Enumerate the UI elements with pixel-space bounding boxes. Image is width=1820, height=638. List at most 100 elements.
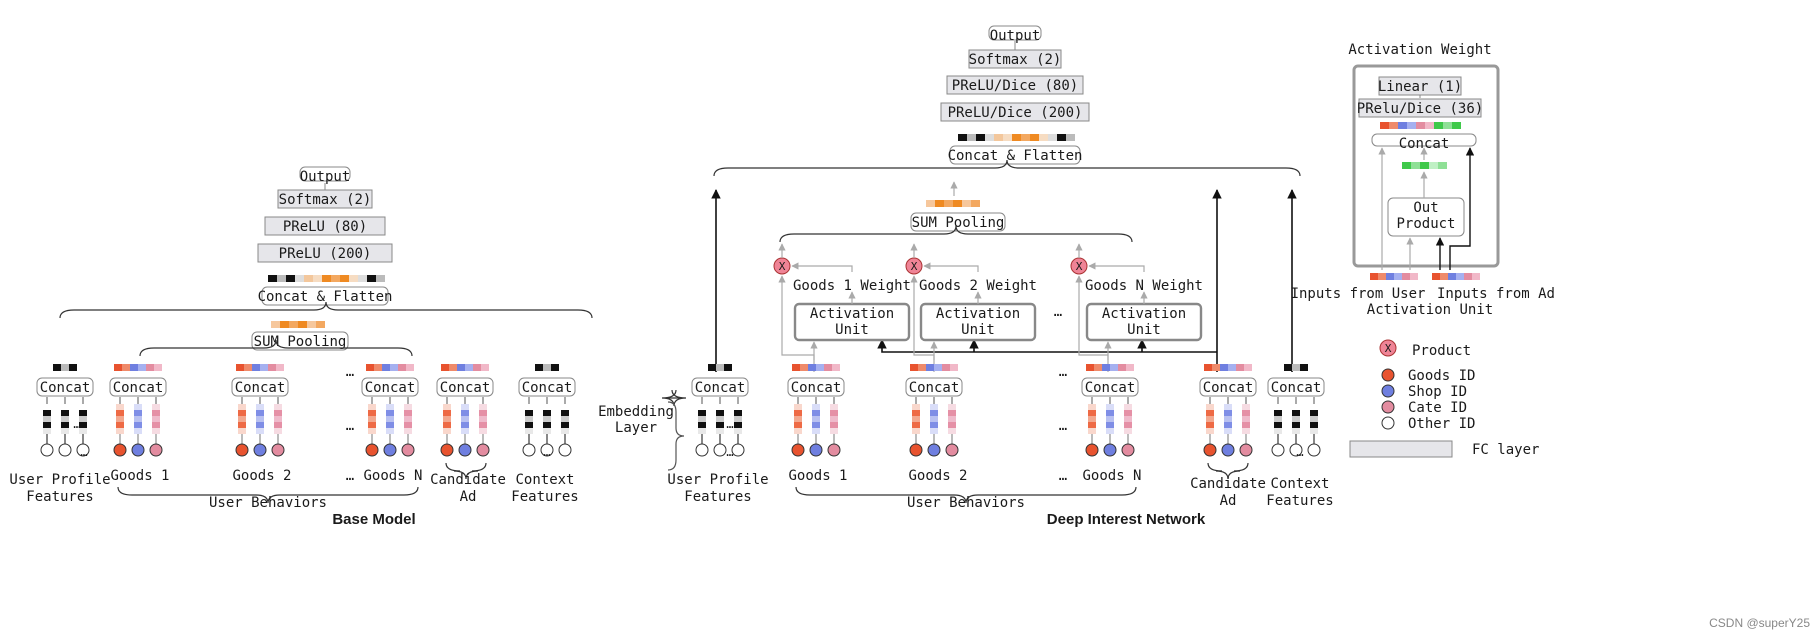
embedding-cell <box>368 416 376 422</box>
embedding-cell <box>1310 404 1318 410</box>
embedding-cell <box>698 422 706 428</box>
embedding-cell <box>812 410 820 416</box>
base-behavior-brace <box>139 339 413 357</box>
embedding-cell <box>1106 416 1114 422</box>
strip-cell <box>543 364 551 371</box>
embedding-vector <box>443 404 451 434</box>
embedding-cell <box>543 416 551 422</box>
feature-node <box>58 443 72 457</box>
strip-cell <box>708 364 716 371</box>
din-embedding-label-2: Layer <box>615 420 657 436</box>
panel-product-vector <box>1402 162 1447 169</box>
panel-prelu-dice36-layer <box>1358 98 1482 118</box>
embedding-vector <box>238 404 246 434</box>
strip-cell <box>1434 122 1443 129</box>
strip-cell <box>1102 364 1110 371</box>
din-goods2-label: Goods 2 <box>908 468 967 484</box>
embedding-cell <box>1242 422 1250 428</box>
embedding-cell <box>561 428 569 434</box>
embedding-cell <box>79 422 87 428</box>
strip-cell <box>724 364 732 371</box>
din-goodsn-concat-box <box>1081 377 1139 397</box>
strip-cell <box>268 275 277 282</box>
strip-cell <box>1300 364 1308 371</box>
embedding-cell <box>525 404 533 410</box>
base-model-title: Base Model <box>332 511 415 528</box>
base-ellipsis-profile-nodes: … <box>80 445 87 459</box>
din-goods1-concat-box <box>787 377 845 397</box>
strip-cell <box>1118 364 1126 371</box>
embedding-cell <box>61 428 69 434</box>
feature-node <box>731 443 745 457</box>
feature-node <box>945 443 959 457</box>
embedding-cell <box>1124 416 1132 422</box>
base-prelu200-layer-label: PReLU (200) <box>279 246 372 262</box>
embedding-vector <box>134 404 142 434</box>
legend-fc-layer-swatch <box>1349 440 1453 458</box>
embedding-cell <box>716 428 724 434</box>
feature-node <box>540 443 554 457</box>
embedding-cell <box>1292 404 1300 410</box>
strip-cell <box>376 275 385 282</box>
feature-node <box>522 443 536 457</box>
embedding-cell <box>274 422 282 428</box>
embedding-cell <box>543 428 551 434</box>
embedding-cell <box>79 410 87 416</box>
embedding-cell <box>116 416 124 422</box>
embedding-vector <box>256 404 264 434</box>
strip-cell <box>61 364 69 371</box>
strip-cell <box>1236 364 1244 371</box>
embedding-cell <box>912 422 920 428</box>
embedding-cell <box>812 404 820 410</box>
legend-goods-id-label: Goods ID <box>1408 368 1475 384</box>
embedding-vector <box>716 404 724 434</box>
embedding-cell <box>1292 428 1300 434</box>
embedding-cell <box>794 404 802 410</box>
din-user-behaviors-brace <box>795 486 1137 504</box>
embedding-cell <box>561 416 569 422</box>
strip-cell <box>1416 122 1425 129</box>
feature-node <box>1271 443 1285 457</box>
embedding-cell <box>1124 410 1132 416</box>
strip-cell <box>260 364 268 371</box>
embedding-cell <box>274 416 282 422</box>
base-goodsn-output-vector <box>366 364 414 371</box>
base-goods2-concat-box-label: Concat <box>235 380 286 396</box>
embedding-vector <box>1206 404 1214 434</box>
embedding-cell <box>1310 422 1318 428</box>
strip-cell <box>390 364 398 371</box>
strip-cell <box>1370 273 1378 280</box>
strip-cell <box>950 364 958 371</box>
din-ellipsis-context-nodes: … <box>1296 445 1303 459</box>
strip-cell <box>1440 273 1448 280</box>
embedding-cell <box>368 428 376 434</box>
panel-ad-input-vector <box>1432 273 1480 280</box>
base-goods1-label: Goods 1 <box>110 468 169 484</box>
embedding-vector <box>930 404 938 434</box>
embedding-cell <box>479 422 487 428</box>
strip-cell <box>1378 273 1386 280</box>
embedding-cell <box>43 422 51 428</box>
strip-cell <box>944 200 953 207</box>
embedding-cell <box>116 428 124 434</box>
feature-node <box>76 443 90 457</box>
din-prelu-dice200-layer-label: PReLU/Dice (200) <box>948 105 1083 121</box>
embedding-cell <box>1206 404 1214 410</box>
base-ellipsis-context-nodes: … <box>543 445 550 459</box>
base-context-concat-box-label: Concat <box>522 380 573 396</box>
strip-cell <box>138 364 146 371</box>
embedding-cell <box>1206 416 1214 422</box>
din-softmax-layer-label: Softmax (2) <box>969 52 1062 68</box>
embedding-cell <box>479 404 487 410</box>
embedding-cell <box>152 428 160 434</box>
embedding-vector <box>1224 404 1232 434</box>
legend-cate-id-label: Cate ID <box>1408 400 1467 416</box>
embedding-cell <box>830 428 838 434</box>
strip-cell <box>268 364 276 371</box>
embedding-cell <box>368 422 376 428</box>
feature-node <box>1221 443 1235 457</box>
embedding-cell <box>461 416 469 422</box>
legend-other-id-label: Other ID <box>1408 416 1475 432</box>
feature-node <box>131 443 145 457</box>
